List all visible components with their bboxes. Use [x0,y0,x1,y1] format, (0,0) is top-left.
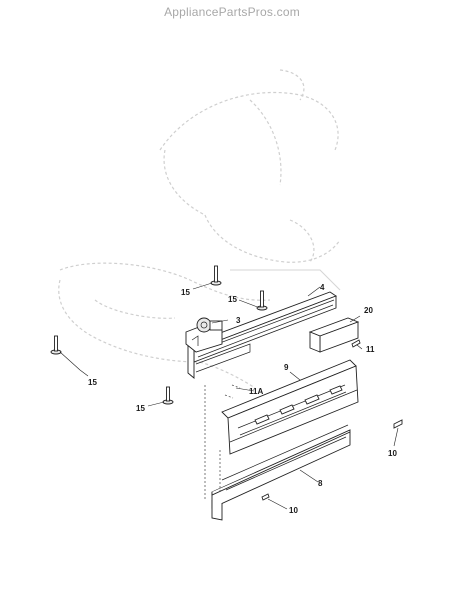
tub-outline-faint [58,69,341,389]
callout-15-top: 15 [181,288,190,297]
callout-8: 8 [318,479,323,488]
screw-15-top [210,265,222,286]
screw-10-right [393,419,403,429]
assembly-guides [204,384,241,500]
callout-3: 3 [236,316,241,325]
callout-4: 4 [320,283,325,292]
callout-15-mid: 15 [228,295,237,304]
screw-15-left [50,335,62,355]
callout-11: 11 [366,345,375,354]
screw-15-mid [256,290,268,311]
callout-9: 9 [284,363,289,372]
callout-10-bottom: 10 [289,506,298,515]
watermark: AppliancePartsPros.com [164,5,300,19]
bracket-part-4 [187,291,337,379]
bracket-part-20 [308,317,360,353]
screw-11 [351,339,361,348]
valve-part-3 [185,317,223,353]
callout-11a: 11A [249,387,263,396]
callout-15-bottom: 15 [136,404,145,413]
screw-10-bottom [261,493,270,501]
callout-15-left: 15 [88,378,97,387]
callout-20: 20 [364,306,373,315]
kick-panel-part-8 [211,424,351,521]
screw-15-bottom [162,386,174,405]
leader-lines [59,282,399,510]
callout-10-right: 10 [388,449,397,458]
panel-part-9 [221,359,359,455]
